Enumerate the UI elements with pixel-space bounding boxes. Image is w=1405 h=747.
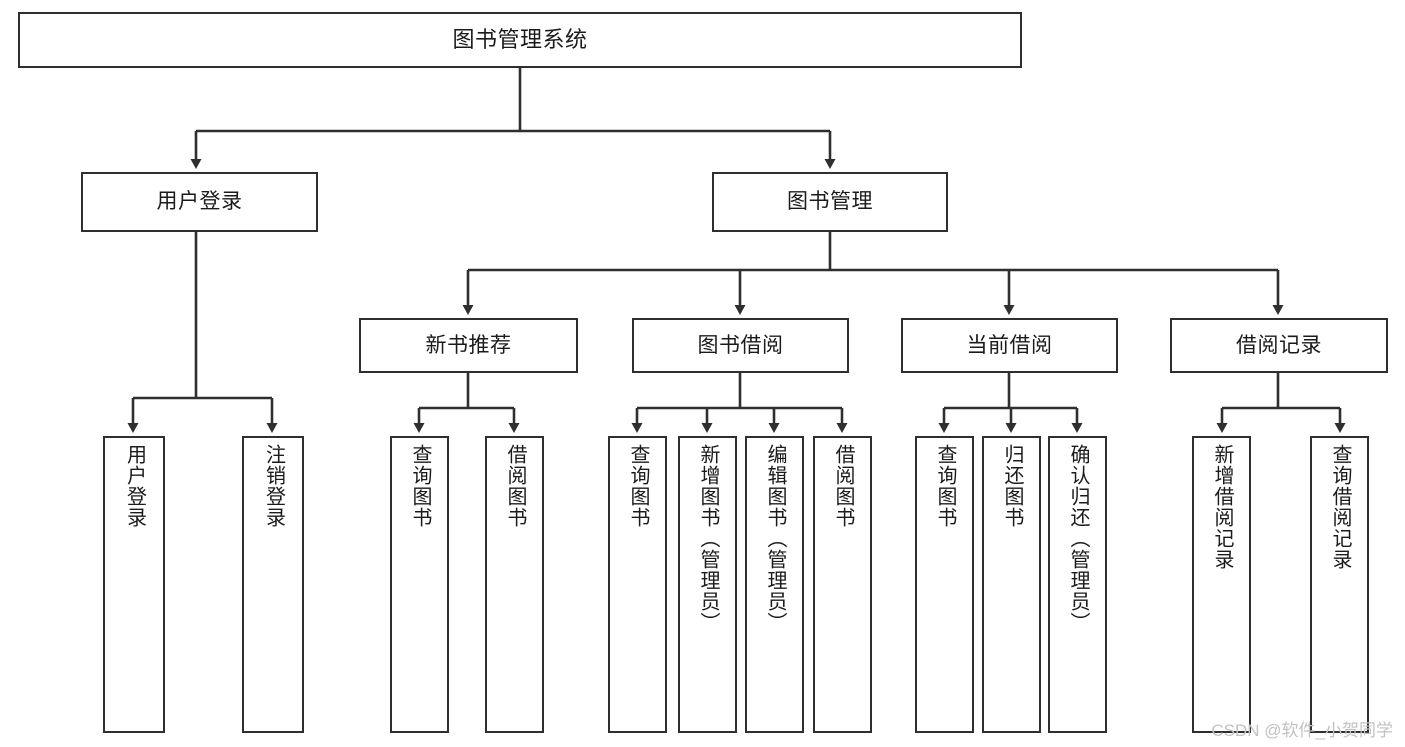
leaf-borrow-record-add-record[interactable]: 新增借阅记录 [1192, 436, 1251, 733]
node-label: 归还图书 [1001, 444, 1023, 528]
node-label: 借阅图书 [832, 444, 854, 528]
node-label: 新书推荐 [425, 333, 512, 357]
node-label: 编辑图书（管理员） [764, 444, 786, 633]
node-label: 用户登录 [123, 444, 146, 528]
leaf-new-book-borrow-book[interactable]: 借阅图书 [485, 436, 544, 733]
leaf-user-login-logout[interactable]: 注销登录 [242, 436, 304, 733]
node-label: 查询图书 [934, 444, 956, 528]
leaf-book-borrow-query-book[interactable]: 查询图书 [608, 436, 667, 733]
node-label: 借阅记录 [1236, 333, 1322, 357]
node-label: 当前借阅 [966, 333, 1053, 357]
leaf-book-borrow-borrow-book[interactable]: 借阅图书 [813, 436, 872, 733]
leaf-user-login-login[interactable]: 用户登录 [103, 436, 165, 733]
node-user-login[interactable]: 用户登录 [81, 172, 318, 232]
node-label: 用户登录 [156, 190, 243, 214]
node-label: 查询图书 [627, 444, 649, 528]
leaf-current-borrow-confirm-return-admin[interactable]: 确认归还（管理员） [1048, 436, 1107, 733]
csdn-watermark: CSDN @软件_小贺同学 [1211, 721, 1393, 740]
node-label: 图书管理系统 [452, 26, 588, 52]
node-label: 图书管理 [787, 190, 873, 214]
leaf-current-borrow-query-book[interactable]: 查询图书 [915, 436, 974, 733]
node-label: 查询借阅记录 [1329, 444, 1351, 570]
node-current-borrow[interactable]: 当前借阅 [901, 318, 1118, 373]
node-borrow-record[interactable]: 借阅记录 [1170, 318, 1388, 373]
leaf-book-borrow-add-book-admin[interactable]: 新增图书（管理员） [678, 436, 737, 733]
node-book-management[interactable]: 图书管理 [712, 172, 948, 232]
node-label: 查询图书 [409, 444, 431, 528]
node-book-borrow[interactable]: 图书借阅 [632, 318, 849, 373]
node-label: 借阅图书 [504, 444, 526, 528]
node-label: 确认归还（管理员） [1067, 444, 1089, 633]
node-new-book-recommend[interactable]: 新书推荐 [359, 318, 578, 373]
leaf-new-book-query-book[interactable]: 查询图书 [390, 436, 449, 733]
node-label: 图书借阅 [697, 333, 784, 357]
node-label: 新增借阅记录 [1211, 444, 1233, 570]
node-label: 注销登录 [262, 444, 285, 528]
node-label: 新增图书（管理员） [697, 444, 719, 633]
leaf-current-borrow-return-book[interactable]: 归还图书 [982, 436, 1041, 733]
leaf-borrow-record-query-record[interactable]: 查询借阅记录 [1310, 436, 1369, 733]
leaf-book-borrow-edit-book-admin[interactable]: 编辑图书（管理员） [745, 436, 804, 733]
node-root-book-management-system[interactable]: 图书管理系统 [18, 12, 1022, 68]
